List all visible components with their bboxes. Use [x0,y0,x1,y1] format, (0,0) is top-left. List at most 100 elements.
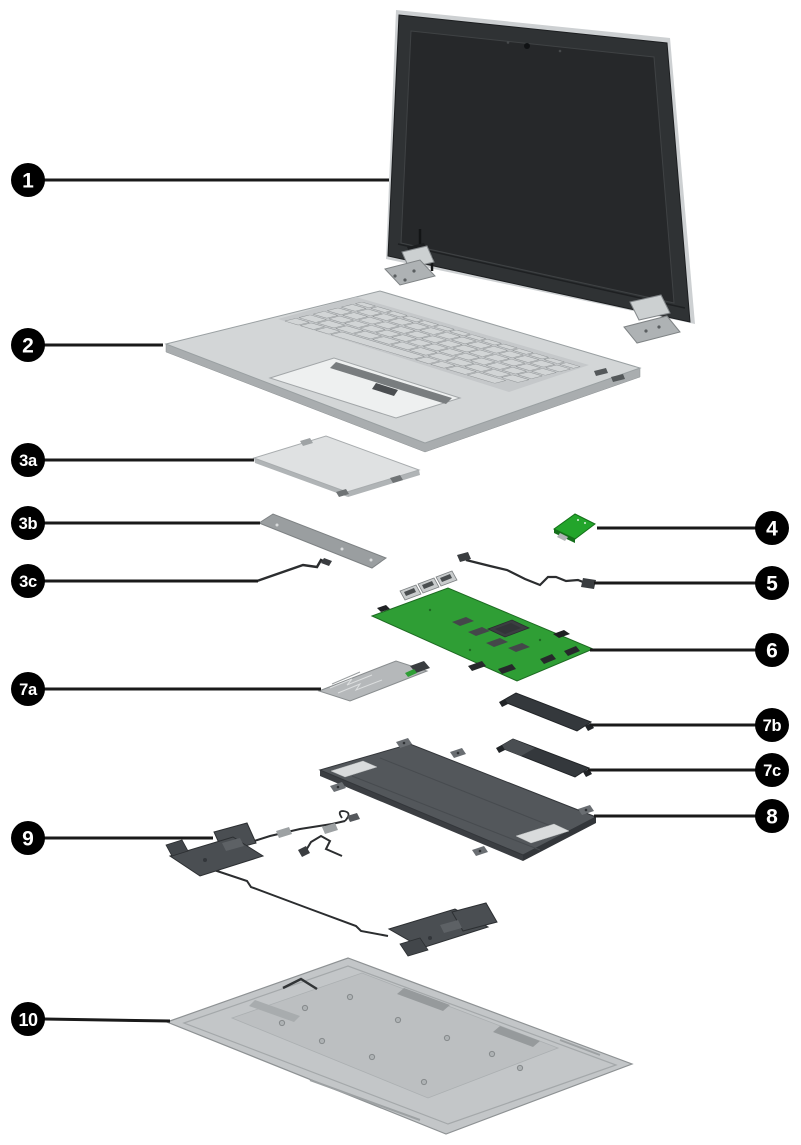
side-port [611,374,625,382]
battery-seam [351,775,541,851]
callout-label: 3a [19,452,38,470]
cover-rib [559,1039,601,1056]
screw-boss [278,1019,286,1027]
touchpad-top [252,435,421,493]
part-solid-state-drive [317,660,430,702]
callout-label: 6 [766,640,778,663]
side-port [594,368,608,376]
cable-connector [457,552,471,562]
speaker-cable-upper [247,820,346,844]
part-touchpad [252,435,421,497]
key [427,353,456,361]
part-battery [298,738,598,861]
key [437,340,463,348]
key [528,353,549,359]
screw-boss [443,1034,451,1042]
part-top-cover-keyboard [164,290,642,453]
cpu-die [495,623,521,634]
key [298,314,327,323]
key [512,348,534,355]
callout-label: 3b [19,515,38,533]
tab-hole [402,741,406,745]
callout-2: 2 [11,328,163,362]
touchpad-thickness [254,458,348,497]
component [377,605,390,612]
screw [644,329,648,333]
callout-badge [11,443,45,477]
cable-line [256,558,328,583]
key [545,364,571,372]
cable-connector [321,558,332,566]
battery-cable-connector [298,846,310,857]
key [419,327,445,335]
screw [412,269,416,273]
key [341,304,367,312]
callout-badge [755,566,789,600]
key [356,309,382,316]
key [335,325,364,334]
adhesive-tab [322,823,338,834]
cable-connector [581,578,596,589]
callout-3b: 3b [11,506,260,540]
callout-badge [11,1002,45,1036]
hinge-right-barrel [629,294,671,321]
key [372,313,398,321]
key [446,358,474,367]
key [342,312,368,320]
screw [657,325,661,329]
callout-badge [11,821,45,855]
key [498,350,524,358]
part-speakers [165,810,498,957]
callout-label: 7c [763,762,781,780]
touchpad-foot [336,489,349,497]
module-connector [557,533,568,541]
speaker-cable-long [213,869,389,937]
key [484,354,510,362]
key [330,331,425,360]
cover-detail [493,1026,540,1047]
webcam-icon [524,43,530,49]
chip [508,643,530,652]
key [409,347,437,356]
antenna-terminal [577,519,579,521]
chip [486,638,508,647]
callout-label: 4 [766,518,778,541]
battery-thickness [320,770,523,861]
port-opening [404,588,416,596]
bracket-foot [499,699,508,707]
part-bracket-7c [496,738,592,778]
battery-label [515,823,570,844]
key [313,311,338,319]
cover-detail [397,988,450,1011]
key [465,334,486,341]
key [496,343,518,350]
callout-badge [11,506,45,540]
callout-label: 10 [18,1010,38,1030]
key [467,372,506,384]
cable-line [465,558,589,587]
key [327,307,352,315]
board-connector [540,654,556,664]
key [451,337,477,344]
cover-rib [309,1079,421,1121]
key [300,322,325,330]
opening-connector [372,383,398,396]
part-touchpad-bracket [257,513,388,569]
callout-7b: 7b [590,708,789,742]
part-bottom-cover [165,957,634,1135]
key [315,327,341,335]
key [415,356,440,364]
key [390,326,415,334]
key [405,331,431,339]
bracket-tip [499,739,535,756]
callout-3c: 3c [11,564,258,598]
callout-6: 6 [590,633,789,667]
touchpad-opening [268,357,462,419]
key [328,316,354,323]
key [481,339,502,346]
battery-thickness [523,817,596,861]
callout-10: 10 [11,1002,171,1036]
callout-label: 3c [19,573,37,591]
key [449,329,471,336]
